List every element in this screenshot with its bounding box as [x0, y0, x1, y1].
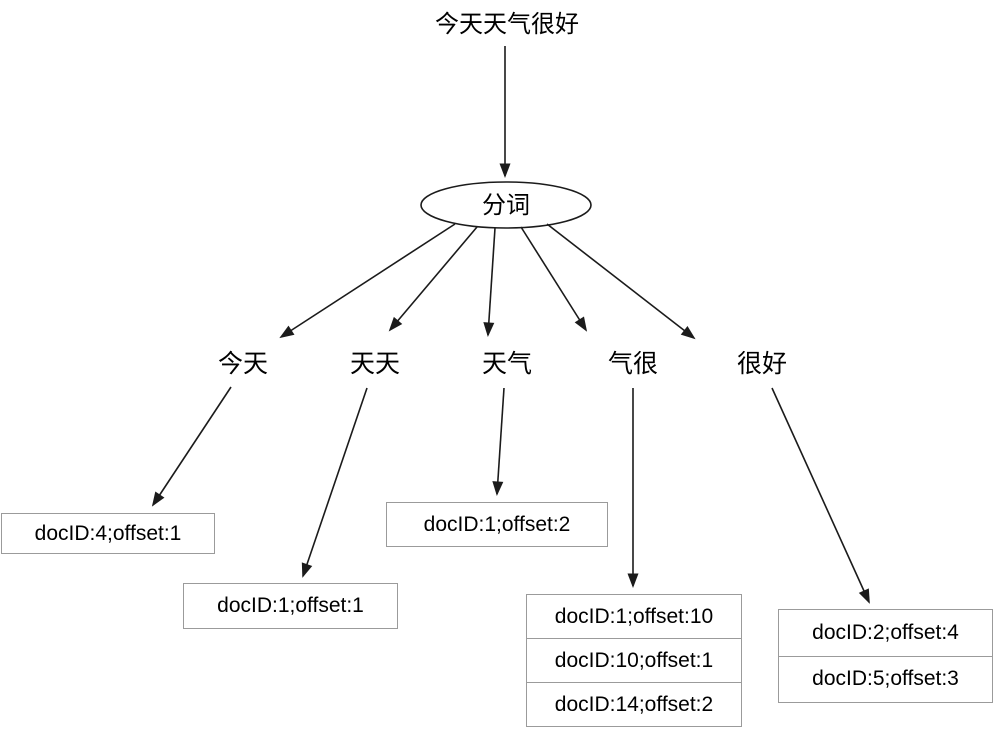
posting-row: docID:5;offset:3 — [779, 655, 992, 703]
token-label-3: 天气 — [481, 350, 532, 378]
arrow-segmenter-to-token-3 — [483, 227, 496, 337]
posting-row: docID:1;offset:10 — [554, 604, 714, 628]
postings-box-token-3: docID:1;offset:2 — [386, 502, 608, 547]
arrow-segmenter-to-token-1 — [279, 223, 456, 339]
postings-box-token-4: docID:1;offset:10 docID:10;offset:1 docI… — [526, 594, 742, 727]
arrow-token-1-to-postings — [151, 386, 232, 507]
token-label-2: 天天 — [349, 350, 400, 378]
sentence-text: 今天天气很好 — [435, 11, 579, 38]
token-label-4: 气很 — [607, 350, 658, 378]
arrow-token-3-to-postings — [492, 387, 505, 496]
arrow-token-2-to-postings — [301, 387, 368, 578]
arrow-segmenter-to-token-5 — [546, 223, 696, 340]
posting-row: docID:2;offset:4 — [812, 620, 959, 644]
arrow-segmenter-to-token-4 — [520, 226, 588, 332]
token-label-5: 很好 — [736, 350, 787, 378]
posting-row: docID:10;offset:1 — [527, 638, 741, 682]
segmenter-label: 分词 — [482, 192, 530, 219]
arrow-segmenter-to-token-2 — [388, 226, 478, 332]
postings-box-token-2: docID:1;offset:1 — [183, 583, 398, 629]
postings-box-token-1: docID:4;offset:1 — [1, 513, 215, 554]
postings-box-token-5: docID:2;offset:4 docID:5;offset:3 — [778, 609, 993, 703]
posting-row: docID:14;offset:2 — [527, 682, 741, 726]
segmenter-ellipse — [420, 181, 592, 229]
token-label-1: 今天 — [217, 350, 268, 378]
arrow-token-5-to-postings — [771, 387, 870, 604]
